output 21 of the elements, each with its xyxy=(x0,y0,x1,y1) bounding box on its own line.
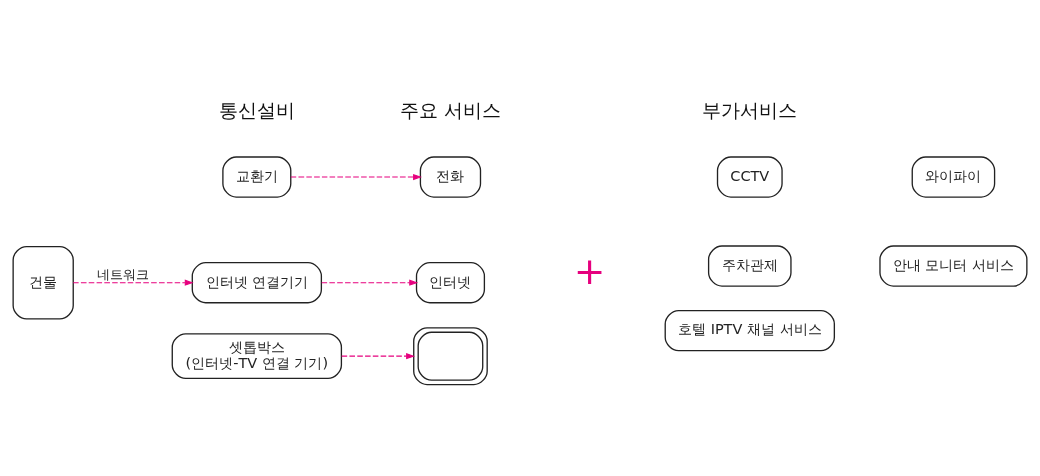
node-box: 전화 xyxy=(419,155,482,198)
node-box: 안내 모니터 서비스 xyxy=(879,244,1028,287)
node-box: 셋톱박스 (인터넷-TV 연결 기기) xyxy=(171,332,343,379)
node-box: 와이파이 xyxy=(911,155,996,198)
label: 주요 서비스 xyxy=(399,98,501,121)
node-box: 인터넷 xyxy=(415,261,486,303)
edge-label: 네트워크 xyxy=(96,266,149,282)
label: + xyxy=(573,248,606,293)
arrow xyxy=(72,279,194,286)
arrow xyxy=(321,279,419,286)
label: 부가서비스 xyxy=(702,98,798,121)
node-box: 건물 xyxy=(12,245,74,320)
label: 통신설비 xyxy=(218,98,295,121)
node-box: 호텔 IPTV 채널 서비스 xyxy=(664,309,835,351)
arrow xyxy=(341,352,415,359)
node-box: CCTV xyxy=(716,155,783,198)
node-picture xyxy=(413,326,488,385)
node-box: 주차관제 xyxy=(707,244,792,287)
arrow xyxy=(290,173,422,180)
node-box: 교환기 xyxy=(222,155,292,198)
node-box: 인터넷 연결기기 xyxy=(191,261,323,303)
